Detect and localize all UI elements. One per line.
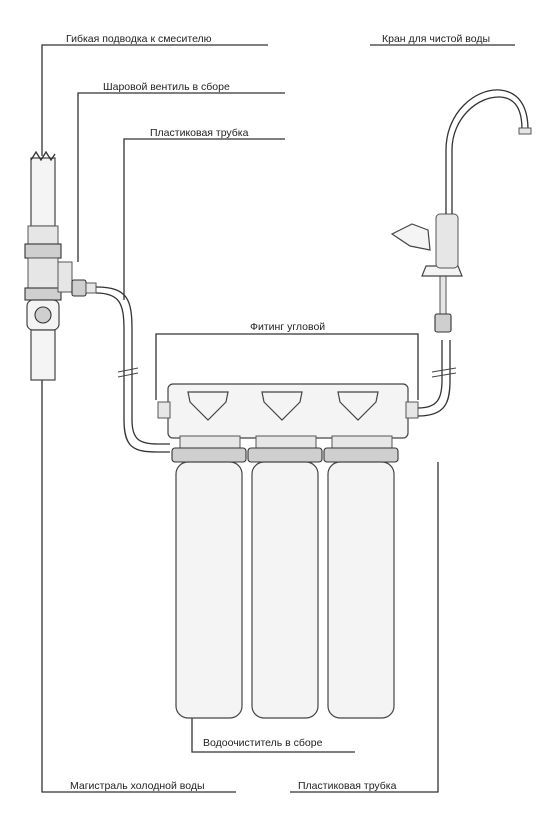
flex-hose-label: Гибкая подводка к смесителю [66,33,212,45]
purifier-assembly-label: Водоочиститель в сборе [203,737,323,749]
cold-water-main-label: Магистраль холодной воды [70,780,205,792]
ball-valve [57,261,97,297]
plastic-tube-left [95,286,170,453]
riser-pipe [24,150,62,381]
clean-water-tap-label: Кран для чистой воды [382,33,491,45]
leader-lines [41,44,515,793]
plastic-tube-bottom-label: Пластиковая трубка [298,780,397,792]
filter-head [157,383,419,451]
filter-canisters [171,447,399,719]
faucet [390,89,532,333]
angle-fitting-label: Фитинг угловой [250,321,326,333]
ball-valve-label: Шаровой вентиль в сборе [103,81,230,93]
plastic-tube-top-label: Пластиковая трубка [150,127,249,139]
plastic-tube-right [417,340,457,417]
